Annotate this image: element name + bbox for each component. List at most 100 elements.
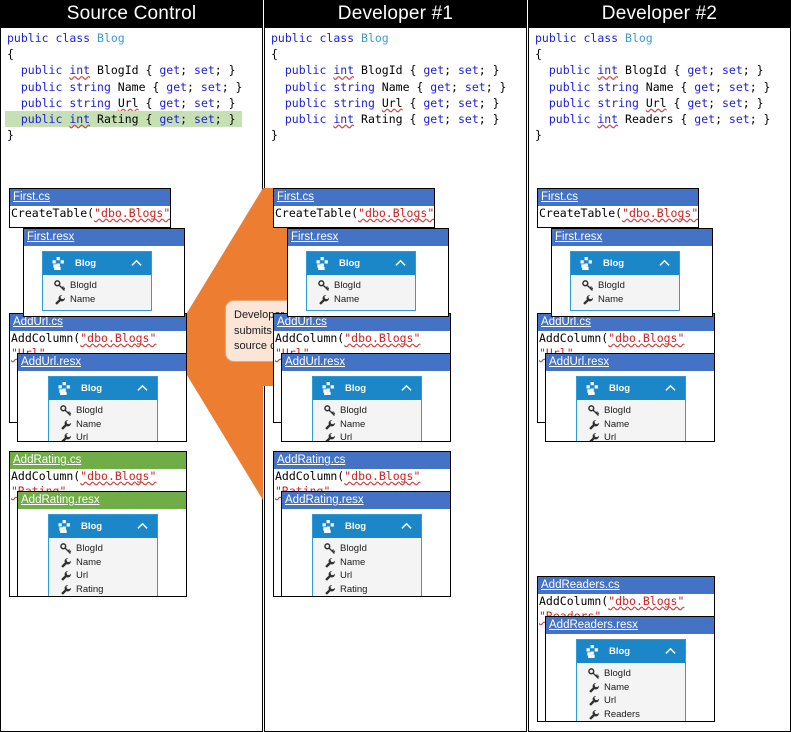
property-icon	[589, 682, 599, 693]
file-card-header[interactable]: AddRating.resx	[18, 492, 186, 509]
blog-field-row[interactable]: BlogId	[313, 542, 421, 556]
file-card-header[interactable]: AddUrl.resx	[18, 354, 186, 371]
blog-field-row[interactable]: Rating	[313, 583, 421, 597]
blog-field-row[interactable]: Name	[313, 418, 421, 432]
chevron-up-icon[interactable]	[665, 383, 676, 394]
file-card-header[interactable]: AddRating.cs	[10, 452, 186, 469]
file-card-code: CreateTable("dbo.Blogs"	[10, 206, 170, 221]
file-name: AddReaders.cs	[541, 579, 620, 591]
blog-panel-header[interactable]: Blog	[577, 640, 685, 663]
blog-field-row[interactable]: Url	[577, 694, 685, 708]
blog-field-label: Rating	[340, 583, 368, 595]
blog-field-row[interactable]: Url	[313, 569, 421, 583]
blog-field-row[interactable]: BlogId	[49, 542, 157, 556]
blog-field-row[interactable]: Url	[49, 431, 157, 442]
file-card-header[interactable]: AddReaders.cs	[538, 577, 714, 594]
blog-field-row[interactable]: BlogId	[313, 404, 421, 418]
code-line: {	[7, 47, 14, 62]
blog-field-row[interactable]: BlogId	[49, 404, 157, 418]
primary-key-icon	[588, 405, 600, 416]
file-card-header[interactable]: AddReaders.resx	[546, 617, 714, 634]
blog-field-row[interactable]: Url	[313, 431, 421, 441]
file-card-header[interactable]: First.resx	[288, 229, 448, 246]
file-card-header[interactable]: AddRating.cs	[274, 452, 450, 469]
blog-field-row[interactable]: Name	[313, 556, 421, 570]
chevron-up-icon[interactable]	[395, 258, 406, 269]
blog-field-row[interactable]: BlogId	[43, 279, 151, 293]
file-card-header[interactable]: First.resx	[552, 229, 712, 246]
file-name: AddRating.cs	[277, 454, 346, 466]
blog-panel-header[interactable]: Blog	[307, 252, 415, 275]
blog-field-row[interactable]: Url	[49, 569, 157, 583]
chevron-up-icon[interactable]	[137, 383, 148, 394]
blog-field-label: Url	[76, 432, 89, 442]
blog-field-label: Name	[598, 293, 624, 305]
column-body: public class Blog{ public int BlogId { g…	[264, 28, 527, 732]
chevron-up-icon[interactable]	[401, 521, 412, 532]
chevron-up-icon[interactable]	[137, 521, 148, 532]
table-icon	[322, 520, 334, 533]
blog-panel-header[interactable]: Blog	[313, 377, 421, 400]
file-card-header[interactable]: AddRating.resx	[282, 492, 450, 509]
blog-field-label: Name	[76, 556, 102, 568]
blog-panel-header[interactable]: Blog	[49, 377, 157, 400]
file-card-header[interactable]: First.resx	[24, 229, 184, 246]
code-line: }	[7, 128, 14, 143]
file-card-header[interactable]: AddUrl.cs	[538, 314, 714, 331]
property-icon	[61, 557, 71, 568]
blog-field-row[interactable]: Readers	[577, 708, 685, 722]
chevron-up-icon[interactable]	[659, 258, 670, 269]
blog-panel-header[interactable]: Blog	[571, 252, 679, 275]
blog-field-row[interactable]: BlogId	[577, 404, 685, 418]
file-card-header[interactable]: First.cs	[274, 189, 434, 206]
code-line: public string Name { get; set; }	[20, 79, 243, 94]
blog-panel-header[interactable]: Blog	[577, 377, 685, 400]
code-line: public class Blog	[271, 31, 389, 45]
blog-field-row[interactable]: BlogId	[577, 667, 685, 681]
chevron-up-icon[interactable]	[665, 646, 676, 657]
code-line: {	[271, 47, 278, 62]
blog-field-row[interactable]: Name	[43, 293, 151, 307]
chevron-up-icon[interactable]	[401, 383, 412, 394]
blog-panel-header[interactable]: Blog	[49, 515, 157, 538]
blog-field-row[interactable]: Rating	[49, 583, 157, 597]
blog-field-row[interactable]: Url	[577, 431, 685, 441]
file-name: AddUrl.resx	[21, 356, 82, 368]
blog-field-row[interactable]: Name	[49, 418, 157, 432]
file-card-header[interactable]: First.cs	[10, 189, 170, 206]
file-card-header[interactable]: AddUrl.cs	[10, 314, 186, 331]
blog-table-name: Blog	[339, 258, 361, 269]
blog-field-label: Name	[604, 681, 630, 693]
blog-field-label: Url	[604, 695, 617, 706]
blog-panel-header[interactable]: Blog	[43, 252, 151, 275]
file-card-header[interactable]: First.cs	[538, 189, 698, 206]
chevron-up-icon[interactable]	[131, 258, 142, 269]
blog-field-row[interactable]: BlogId	[571, 279, 679, 293]
blog-field-row[interactable]: Name	[571, 293, 679, 307]
blog-field-row[interactable]: Name	[577, 418, 685, 432]
column-title: Source Control	[0, 0, 263, 28]
blog-panel-header[interactable]: Blog	[313, 515, 421, 538]
file-card-header[interactable]: AddUrl.resx	[282, 354, 450, 371]
blog-field-row[interactable]: Name	[577, 681, 685, 695]
blog-field-row[interactable]: Name	[307, 293, 415, 307]
blog-field-label: Url	[76, 570, 89, 581]
code-line: public int Rating { get; set; }	[5, 110, 243, 128]
code-line: CreateTable("dbo.Blogs"	[539, 206, 699, 220]
blog-field-row[interactable]: Name	[49, 556, 157, 570]
file-card-header[interactable]: AddUrl.resx	[546, 354, 714, 371]
blog-field-row[interactable]: BlogId	[307, 279, 415, 293]
